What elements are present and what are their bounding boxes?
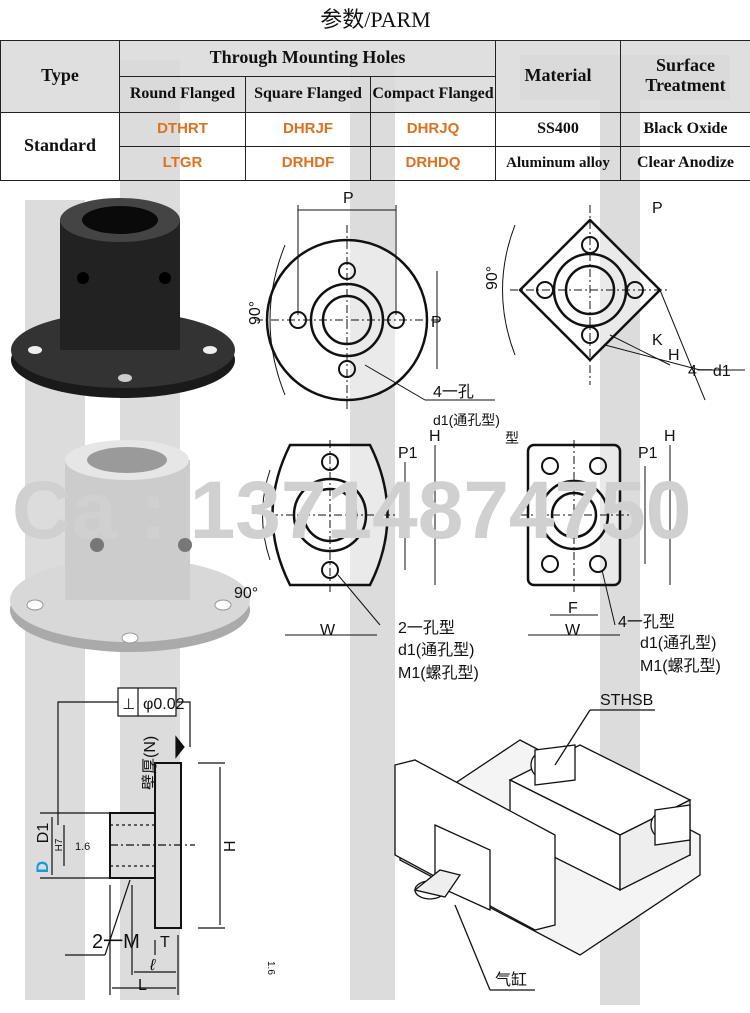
- compact-round-w: W: [320, 622, 336, 639]
- square-h: H: [668, 347, 680, 364]
- d-label: D: [33, 861, 52, 873]
- compact-round-angle: 90°: [234, 585, 258, 602]
- header-surface: Surface Treatment: [619, 39, 750, 113]
- round-holes: 4一孔: [433, 383, 474, 401]
- perpendicular-symbol: ⊥: [122, 695, 135, 713]
- square-extra: 型: [505, 430, 519, 446]
- compact-square-p1: P1: [638, 445, 658, 462]
- compact-square-d1: d1(通孔型): [640, 634, 716, 652]
- l-small-label: ℓ: [149, 957, 156, 974]
- square-angle: 90°: [484, 266, 501, 290]
- surface-black-oxide: Black Oxide: [619, 111, 750, 147]
- roughness-1: 1.6: [75, 841, 90, 853]
- round-flange-drawing: P P 90° 4一孔 d1(通孔型): [247, 190, 500, 428]
- code-drhdf[interactable]: DRHDF: [245, 145, 371, 181]
- code-dhrjf[interactable]: DHRJF: [245, 111, 371, 147]
- l-label: L: [138, 977, 147, 994]
- compact-round-m1: M1(螺孔型): [398, 664, 479, 682]
- round-p-top: P: [343, 190, 354, 207]
- compact-square-h: H: [664, 430, 676, 445]
- m-label: 2一M: [92, 931, 140, 953]
- round-angle: 90°: [247, 301, 264, 325]
- compact-round-drawing: 90° P1 H W 2一孔型 d1(通孔型) M1(螺孔型): [234, 430, 479, 682]
- header-type: Type: [0, 39, 120, 113]
- material-ss400: SS400: [495, 111, 621, 147]
- compact-square-m1: M1(螺孔型): [640, 657, 721, 675]
- roughness-2: 1.6: [265, 961, 276, 975]
- code-dthrt[interactable]: DTHRT: [119, 111, 246, 147]
- header-square: Square Flanged: [245, 75, 371, 113]
- side-section-drawing: ⊥ φ0.02 壁厚(N) D1 D H7 1.6 H 2一M T ℓ L 1.…: [33, 687, 276, 995]
- code-ltgr[interactable]: LTGR: [119, 145, 246, 181]
- header-compact: Compact Flanged: [370, 75, 496, 113]
- round-p-side: P: [431, 314, 442, 331]
- t-label: T: [160, 934, 170, 951]
- header-through-holes: Through Mounting Holes: [119, 39, 496, 77]
- compact-square-f: F: [568, 600, 578, 617]
- watermark-phone: Ca : 13714874750: [12, 465, 692, 556]
- compact-round-h: H: [429, 430, 441, 445]
- header-round: Round Flanged: [119, 75, 246, 113]
- header-material: Material: [495, 39, 621, 113]
- d1-label: D1: [35, 823, 52, 844]
- type-standard: Standard: [0, 111, 120, 181]
- compact-square-holes: 4一孔型: [618, 613, 675, 631]
- surface-clear-anodize: Clear Anodize: [619, 145, 750, 181]
- param-table: 参数/PARM Type Through Mounting Holes Mate…: [0, 0, 750, 181]
- silver-part-photo: [10, 440, 250, 652]
- compact-round-holes: 2一孔型: [398, 619, 455, 637]
- code-drhdq[interactable]: DRHDQ: [370, 145, 496, 181]
- h-label: H: [222, 840, 239, 852]
- wall-thickness-label: 壁厚(N): [140, 736, 159, 790]
- material-aluminum: Aluminum alloy: [495, 145, 621, 181]
- h7-label: H7: [54, 838, 65, 851]
- cylinder-label: 气缸: [495, 970, 527, 989]
- square-holes: 4一d1: [688, 363, 731, 380]
- compact-round-p1: P1: [398, 445, 418, 462]
- square-flange-drawing: P 90° K H 4一d1 型: [484, 200, 745, 446]
- compact-square-w: W: [565, 622, 581, 639]
- square-p: P: [652, 200, 663, 217]
- compact-square-drawing: P1 H F W 4一孔型 d1(通孔型) M1(螺孔型): [520, 430, 721, 675]
- round-hole-type: d1(通孔型): [433, 412, 500, 428]
- tolerance-value: φ0.02: [143, 696, 185, 713]
- assembly-drawing: STHSB 气缸: [394, 692, 701, 991]
- page-title: 参数/PARM: [0, 0, 750, 41]
- code-dhrjq[interactable]: DHRJQ: [370, 111, 496, 147]
- square-k: K: [652, 332, 663, 349]
- black-part-photo: [11, 198, 235, 398]
- sthsb-label: STHSB: [600, 692, 653, 709]
- compact-round-d1: d1(通孔型): [398, 641, 474, 659]
